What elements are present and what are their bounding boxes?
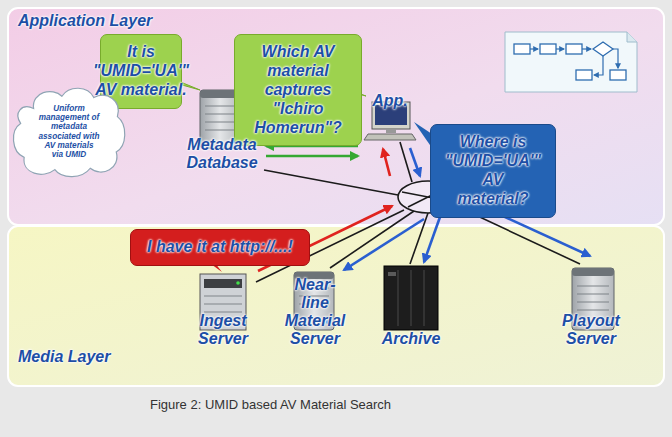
device-label: Archive bbox=[372, 326, 451, 352]
callout-text: It is "UMID='UA'" AV material. bbox=[83, 39, 199, 104]
device-label: Ingest Server bbox=[188, 308, 258, 352]
flow-arrow bbox=[594, 56, 603, 75]
flowchart-icon bbox=[505, 32, 637, 92]
database-server: Metadata Database bbox=[180, 84, 264, 178]
ingest-server: Ingest Server bbox=[186, 264, 260, 354]
layer-title: Application Layer bbox=[8, 8, 664, 34]
server-top bbox=[572, 268, 614, 276]
flow-decision bbox=[593, 42, 613, 56]
layer-panel: Application LayerIt is "UMID='UA'" AV ma… bbox=[8, 8, 664, 225]
flow-step bbox=[566, 44, 582, 54]
server-slot bbox=[577, 286, 609, 310]
page-fold bbox=[627, 32, 637, 42]
cloud-outline bbox=[13, 88, 124, 176]
device-label: App. bbox=[362, 88, 418, 114]
archive: Archive bbox=[370, 262, 452, 354]
server-panel bbox=[204, 279, 242, 288]
device-label: Near-line Material Server bbox=[275, 272, 355, 352]
flow-step bbox=[540, 44, 556, 54]
speech-callout: It is "UMID='UA'" AV material. bbox=[100, 34, 182, 109]
network-wire bbox=[264, 170, 398, 195]
flow-step bbox=[610, 70, 626, 80]
application-layer-panel bbox=[8, 8, 664, 225]
flow-arrow bbox=[582, 48, 591, 49]
flow-arrow bbox=[613, 49, 618, 68]
callout-text: I have it at http://...! bbox=[137, 234, 303, 261]
callout-text: Where is "UMID='UA'" AV material? bbox=[435, 129, 551, 213]
cloud-text: Uniform management of metadata associate… bbox=[28, 100, 110, 163]
media-layer-panel bbox=[8, 226, 664, 386]
server-slot bbox=[205, 106, 235, 130]
query-arrow bbox=[266, 155, 358, 158]
flow-arrow bbox=[556, 48, 564, 49]
keyboard bbox=[364, 134, 416, 140]
layer-panel: Media Layer I have it at http://...! Inges… bbox=[8, 226, 664, 386]
response-arrow bbox=[410, 148, 420, 176]
flow-step bbox=[576, 70, 592, 80]
figure-caption: Figure 2: UMID based AV Material Search bbox=[150, 397, 391, 412]
layer-title: Media Layer bbox=[8, 344, 664, 370]
status-light bbox=[236, 281, 240, 285]
device-label: Metadata Database bbox=[176, 132, 267, 176]
flow-arrow bbox=[530, 48, 538, 49]
speech-callout: Which AV material captures "Ichiro Homer… bbox=[234, 34, 362, 146]
document-sheet bbox=[505, 32, 637, 92]
archive-cabinet bbox=[384, 266, 438, 330]
playout-server: Playout Server bbox=[552, 262, 630, 354]
monitor-stand bbox=[386, 129, 396, 133]
network-wire bbox=[330, 211, 414, 268]
archive-icon bbox=[384, 266, 438, 330]
speech-callout: Where is "UMID='UA'" AV material? bbox=[430, 124, 556, 218]
nearline-server: Near-line Material Server bbox=[276, 266, 354, 354]
request-arrow bbox=[383, 149, 390, 176]
speech-callout: I have it at http://...! bbox=[130, 229, 310, 266]
device-label: Playout Server bbox=[552, 308, 630, 352]
request-arrow bbox=[424, 217, 440, 262]
application-pc: App. bbox=[360, 86, 420, 166]
flow-step bbox=[514, 44, 530, 54]
thought-cloud: Uniform management of metadata associate… bbox=[10, 84, 128, 179]
callout-text: Which AV material captures "Ichiro Homer… bbox=[241, 39, 355, 141]
cabinet-door bbox=[398, 270, 424, 326]
cabinet-display bbox=[388, 272, 396, 276]
request-arrow bbox=[344, 219, 424, 270]
